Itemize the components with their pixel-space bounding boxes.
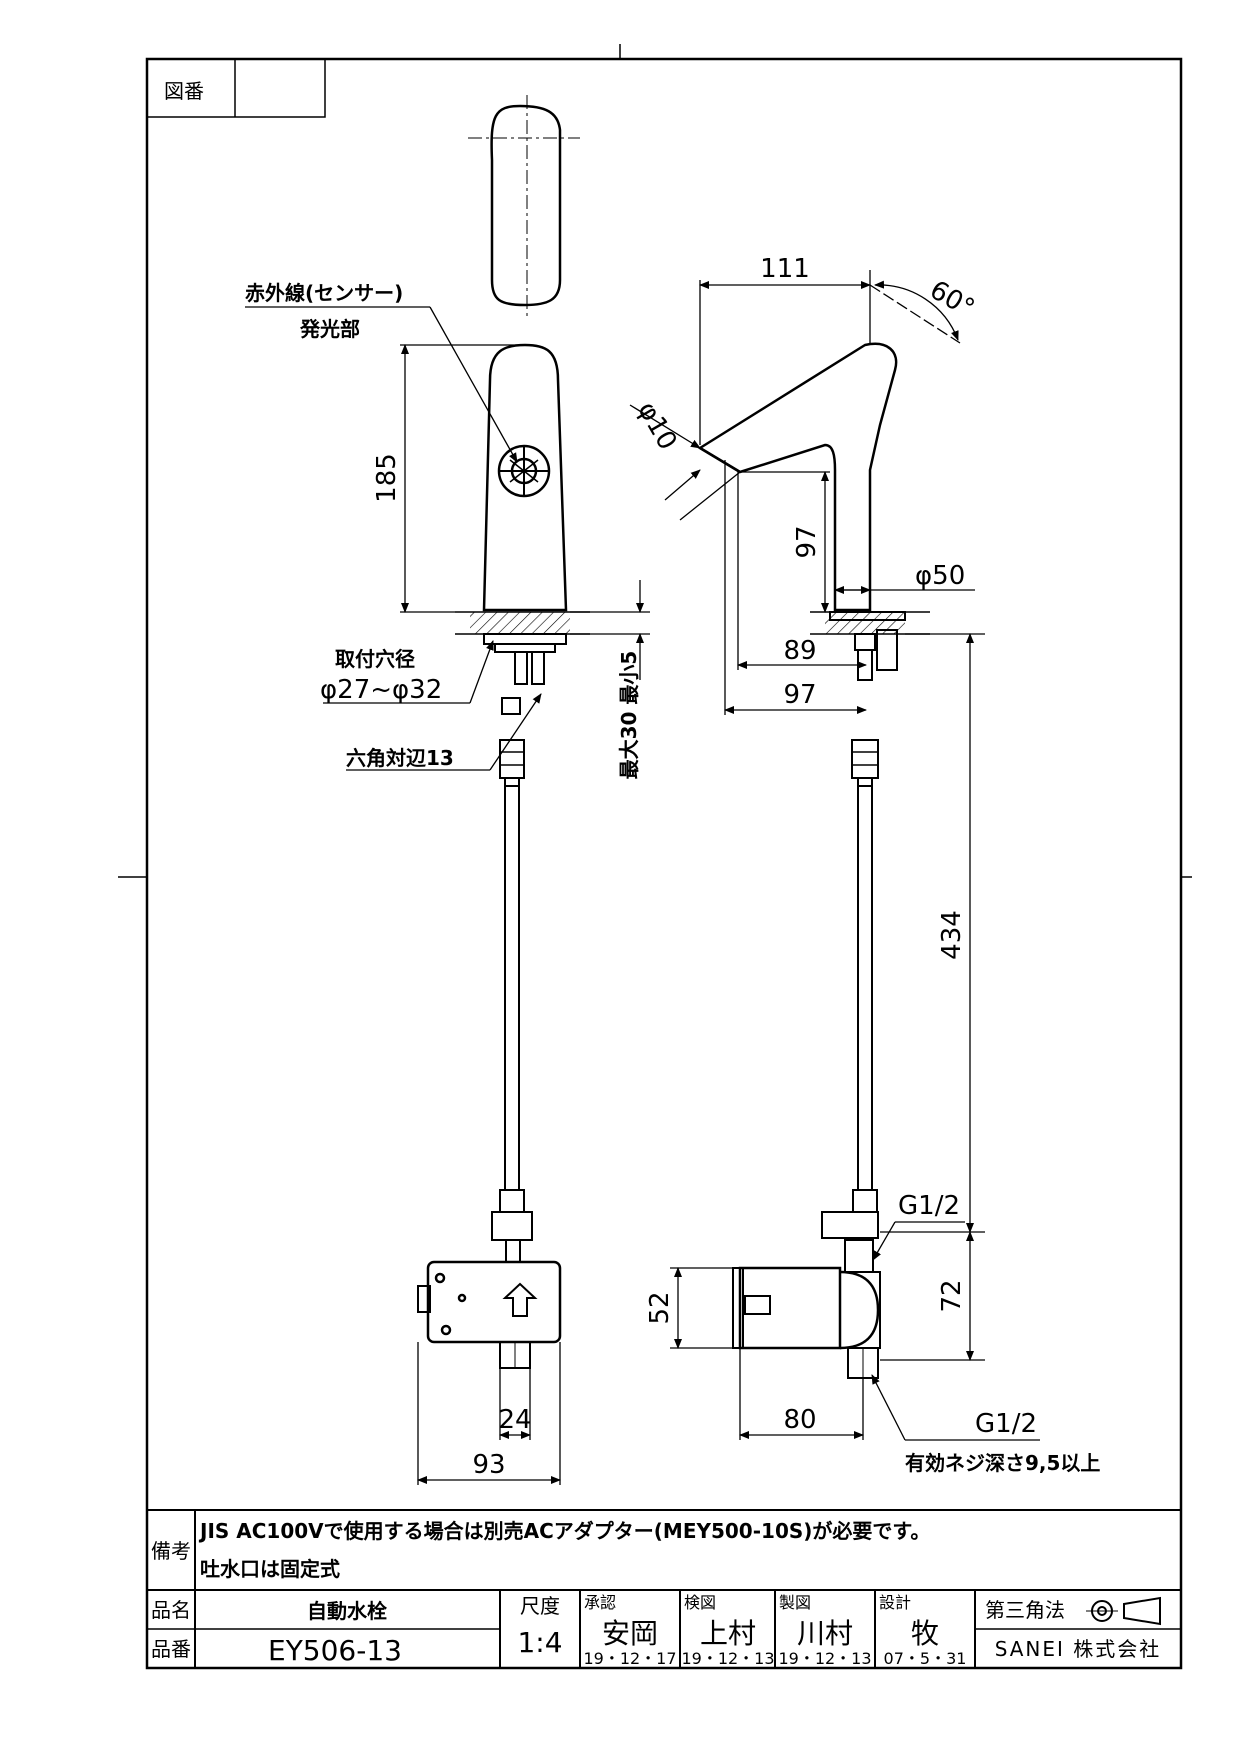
design-label: 設計 [879, 1593, 911, 1612]
draft-label: 製図 [779, 1593, 811, 1612]
front-view-dimensions [245, 306, 650, 1485]
product-name-label: 品名 [151, 1598, 191, 1622]
thread-depth-label: 有効ネジ深さ9,5以上 [905, 1451, 1100, 1475]
solenoid-box-side [738, 1266, 842, 1350]
dim-80: 80 [783, 1405, 816, 1435]
mount-hole-title: 取付穴径 [335, 647, 415, 671]
approve-name: 安岡 [602, 1617, 658, 1650]
drawing-frame [145, 57, 1183, 1670]
side-view-body [697, 342, 898, 612]
front-view-body [482, 343, 568, 612]
remarks-line1: JIS AC100Vで使用する場合は別売ACアダプター(MEY500-10S)が… [198, 1519, 930, 1543]
g-half-top: G1/2 [898, 1191, 960, 1221]
company-name: SANEI 株式会社 [995, 1637, 1162, 1661]
dim-89: 89 [783, 636, 816, 666]
top-view-spout [490, 104, 562, 307]
sensor-label-line1: 赤外線(センサー) [245, 281, 403, 305]
dim-24: 24 [498, 1405, 531, 1435]
approve-date: 19・12・17 [583, 1649, 676, 1668]
projection-label: 第三角法 [985, 1598, 1065, 1622]
product-code-label: 品番 [151, 1637, 191, 1661]
front-view [417, 95, 590, 1369]
dim-434: 434 [937, 910, 967, 960]
dim-97-horizontal: 97 [783, 680, 816, 710]
dim-phi10: φ10 [631, 397, 682, 456]
dim-phi50: φ50 [915, 561, 965, 591]
check-date: 19・12・13 [681, 1649, 774, 1668]
dim-52: 52 [645, 1291, 675, 1324]
dim-185: 185 [372, 453, 402, 503]
draft-name: 川村 [797, 1617, 853, 1650]
product-name-value: 自動水栓 [307, 1599, 387, 1623]
dim-93: 93 [472, 1450, 505, 1480]
mount-hole-value: φ27~φ32 [320, 675, 442, 705]
g-half-bottom: G1/2 [975, 1409, 1037, 1439]
front-counter-hatch [470, 612, 570, 634]
check-name: 上村 [700, 1617, 756, 1650]
design-name: 牧 [911, 1617, 939, 1650]
drawing-number-label: 図番 [164, 79, 204, 103]
title-block [147, 1509, 1181, 1668]
remarks-line2: 吐水口は固定式 [200, 1557, 340, 1581]
design-date: 07・5・31 [884, 1649, 967, 1668]
sensor-label-line2: 発光部 [299, 317, 360, 341]
draft-date: 19・12・13 [778, 1649, 871, 1668]
product-code-value: EY506-13 [268, 1634, 402, 1667]
drawing-number-box: 図番 [146, 58, 326, 118]
check-label: 検図 [684, 1593, 716, 1612]
dim-111: 111 [760, 254, 810, 284]
dim-60deg: 60° [925, 275, 980, 324]
third-angle-projection-icon [1086, 1596, 1161, 1626]
scale-value: 1:4 [517, 1626, 562, 1659]
side-counter-hatch [825, 612, 905, 634]
dim-97-vertical: 97 [792, 525, 822, 558]
scale-label: 尺度 [520, 1594, 560, 1618]
max-min-label: 最大30 最小5 [617, 651, 641, 780]
dim-72: 72 [937, 1279, 967, 1312]
side-view [697, 342, 930, 1379]
hex-label: 六角対辺13 [346, 746, 454, 770]
approve-label: 承認 [584, 1593, 616, 1612]
remarks-label: 備考 [151, 1539, 191, 1563]
side-view-dimensions [629, 270, 1040, 1441]
solenoid-box-front [426, 1260, 562, 1344]
